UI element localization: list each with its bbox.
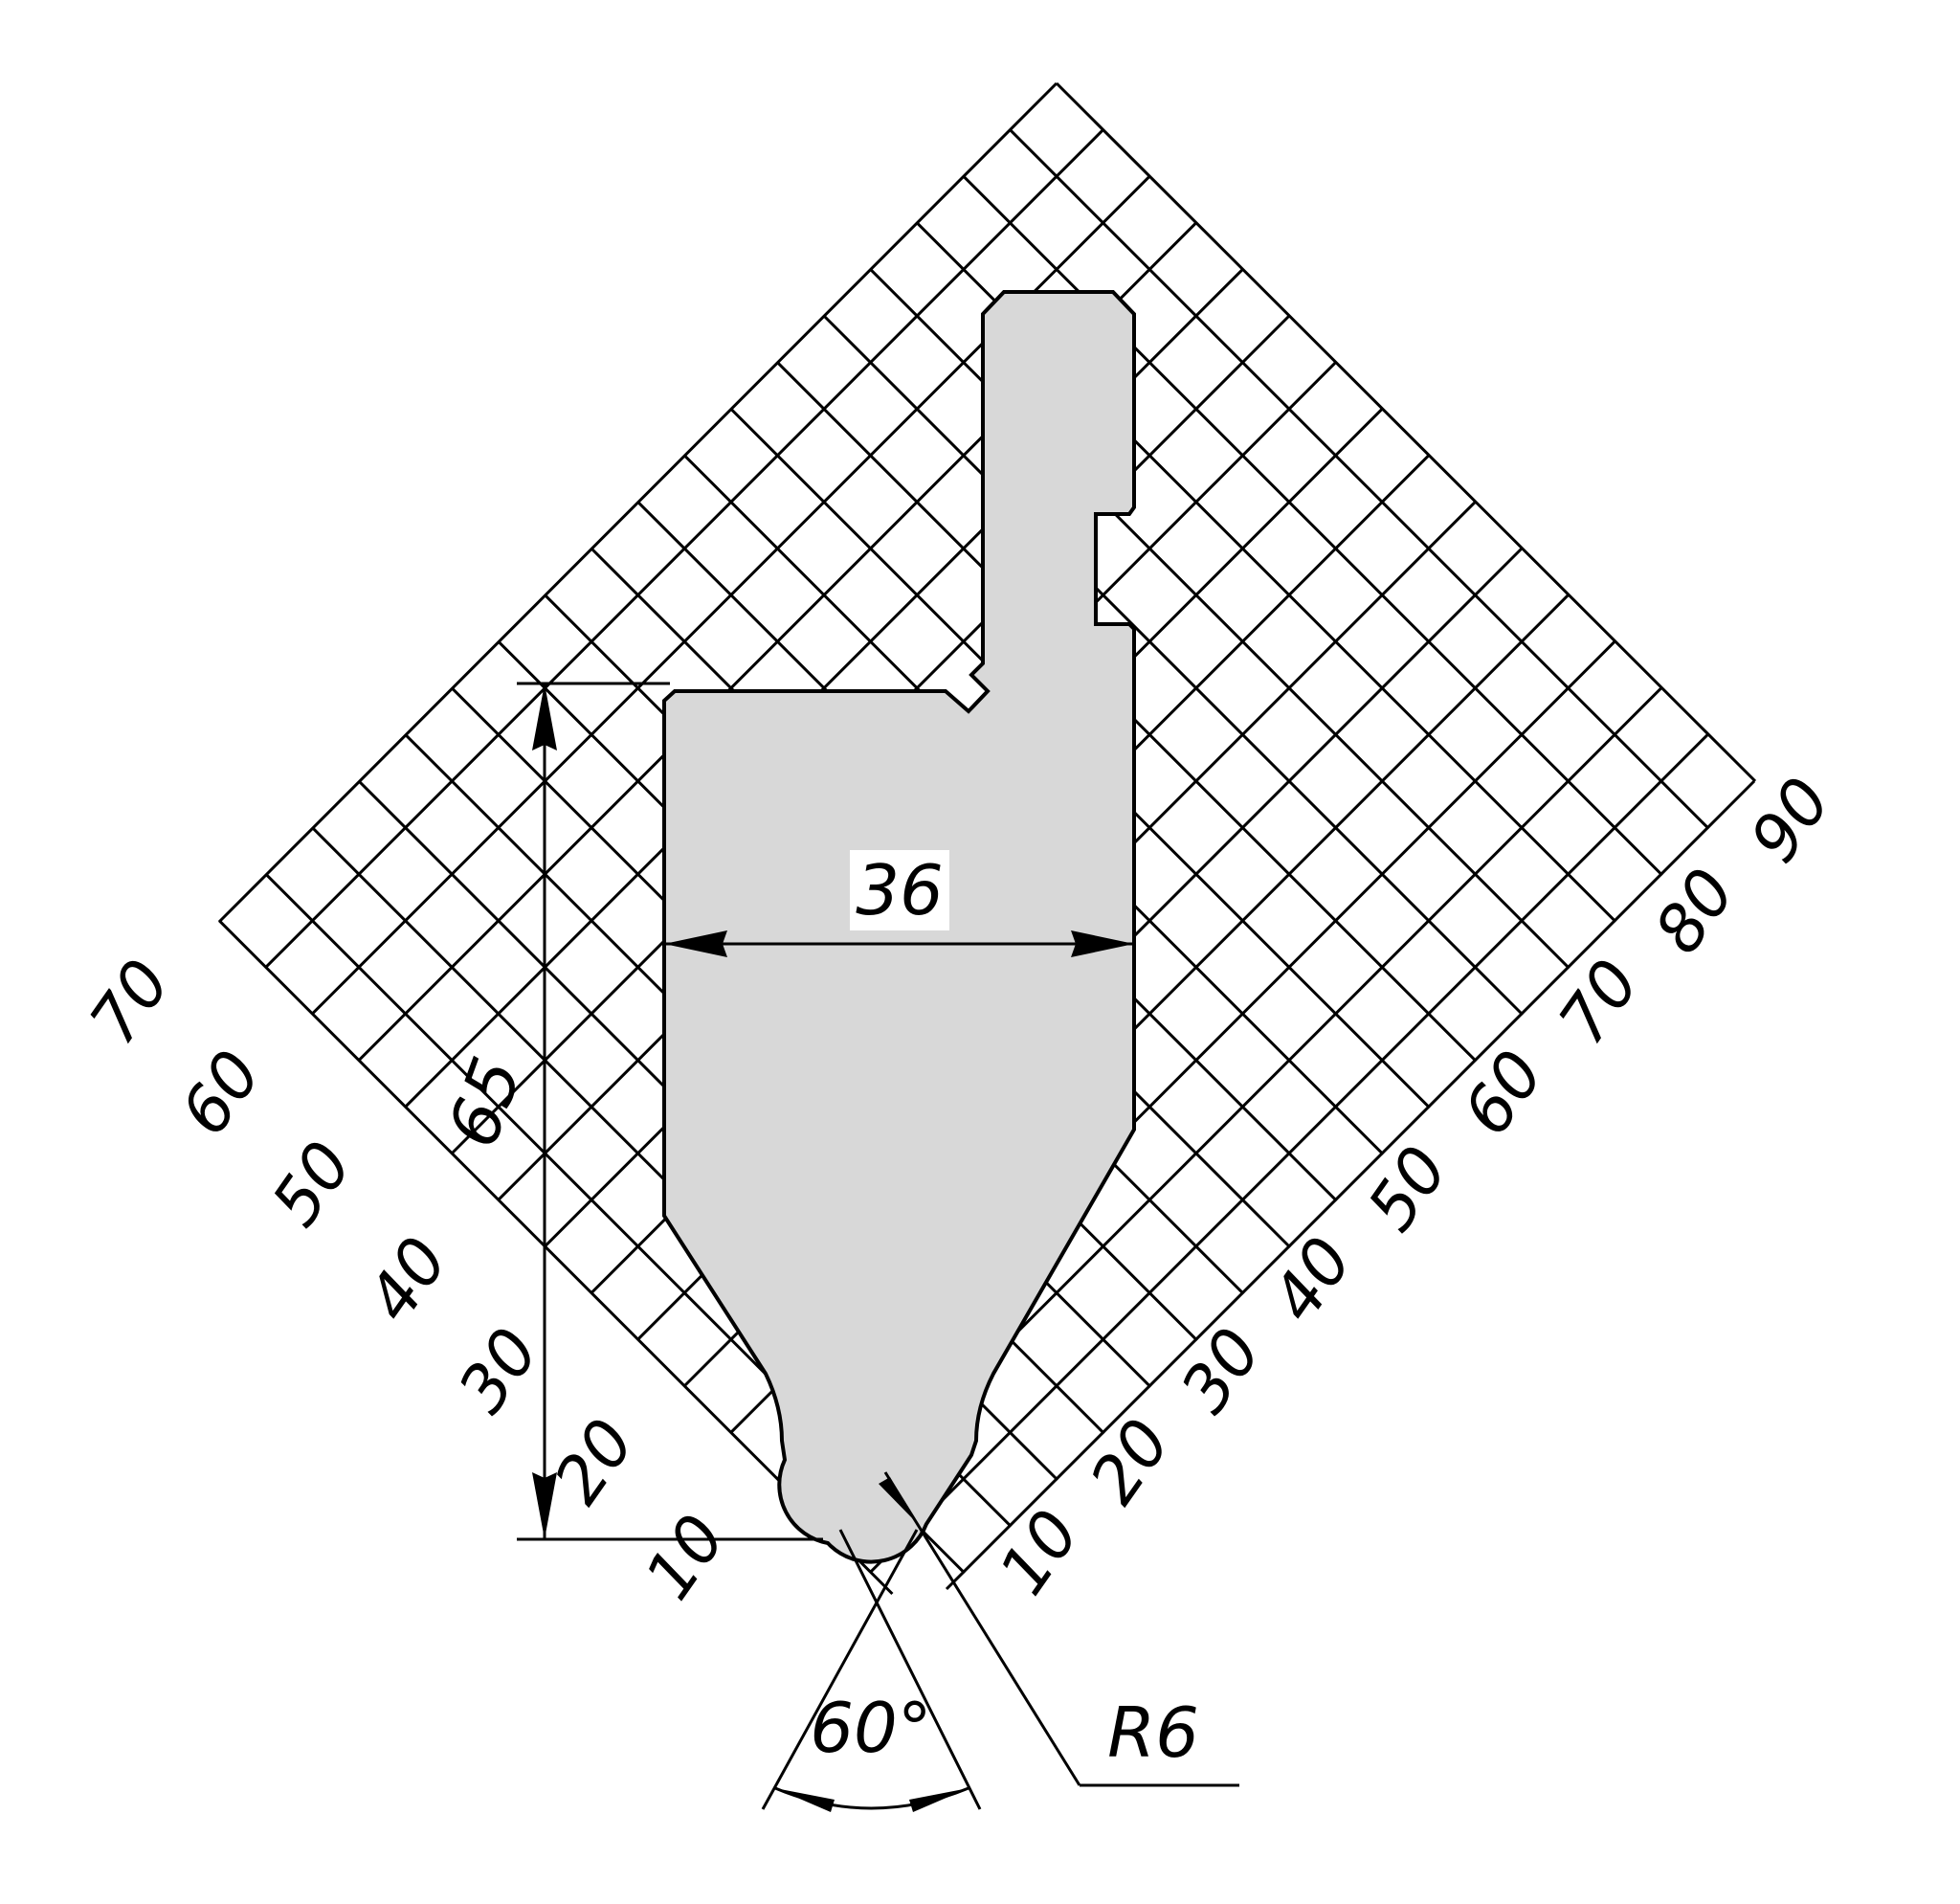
- radius-label: R6: [1107, 1692, 1199, 1773]
- grid-line-backslash: [822, 314, 1525, 1017]
- width-arrow-left-icon: [664, 930, 727, 957]
- height-arrow-top-icon: [532, 683, 557, 750]
- angle-ext-right: [838, 1529, 982, 1810]
- left-scale-label: 40: [353, 1224, 462, 1335]
- right-scale-label: 30: [1167, 1315, 1276, 1426]
- left-scale-label: 30: [444, 1315, 553, 1426]
- grid-line-slash: [869, 733, 1709, 1574]
- left-scale-label: 10: [631, 1502, 740, 1613]
- angle-arrow-left-icon: [775, 1788, 835, 1812]
- left-scale-label: 50: [257, 1129, 367, 1240]
- height-arrow-bottom-icon: [532, 1472, 557, 1539]
- width-dimension: 36: [664, 850, 1134, 957]
- left-scale-label: 60: [167, 1038, 276, 1149]
- left-scale: 70 60 50 40 30 20 10: [76, 947, 740, 1613]
- grid-line-slash: [945, 779, 1756, 1591]
- right-scale-label: 40: [1258, 1224, 1367, 1335]
- angle-arrow-right-icon: [909, 1788, 969, 1812]
- grid-line-backslash: [1009, 128, 1710, 830]
- width-label-bg: [850, 850, 949, 930]
- width-arrow-right-icon: [1071, 930, 1134, 957]
- left-scale-label: 70: [76, 947, 185, 1058]
- angle-label: 60°: [810, 1688, 932, 1768]
- radius-dimension: R6: [879, 1471, 1239, 1787]
- right-scale-label: 60: [1449, 1038, 1558, 1149]
- angle-dimension: 60°: [761, 1529, 982, 1812]
- right-scale-label: 10: [985, 1497, 1094, 1608]
- right-scale-label: 70: [1545, 947, 1654, 1058]
- angle-ext-left: [761, 1529, 919, 1810]
- radius-leader-line: [883, 1471, 1081, 1786]
- grid-line-slash: [264, 128, 1104, 969]
- left-scale-label: 20: [540, 1406, 649, 1517]
- width-label: 36: [856, 850, 944, 930]
- radius-arrow-icon: [879, 1477, 917, 1523]
- grid-boundary-right: [1055, 81, 1757, 783]
- right-scale-label: 50: [1353, 1133, 1462, 1244]
- right-scale-label: 80: [1640, 856, 1749, 967]
